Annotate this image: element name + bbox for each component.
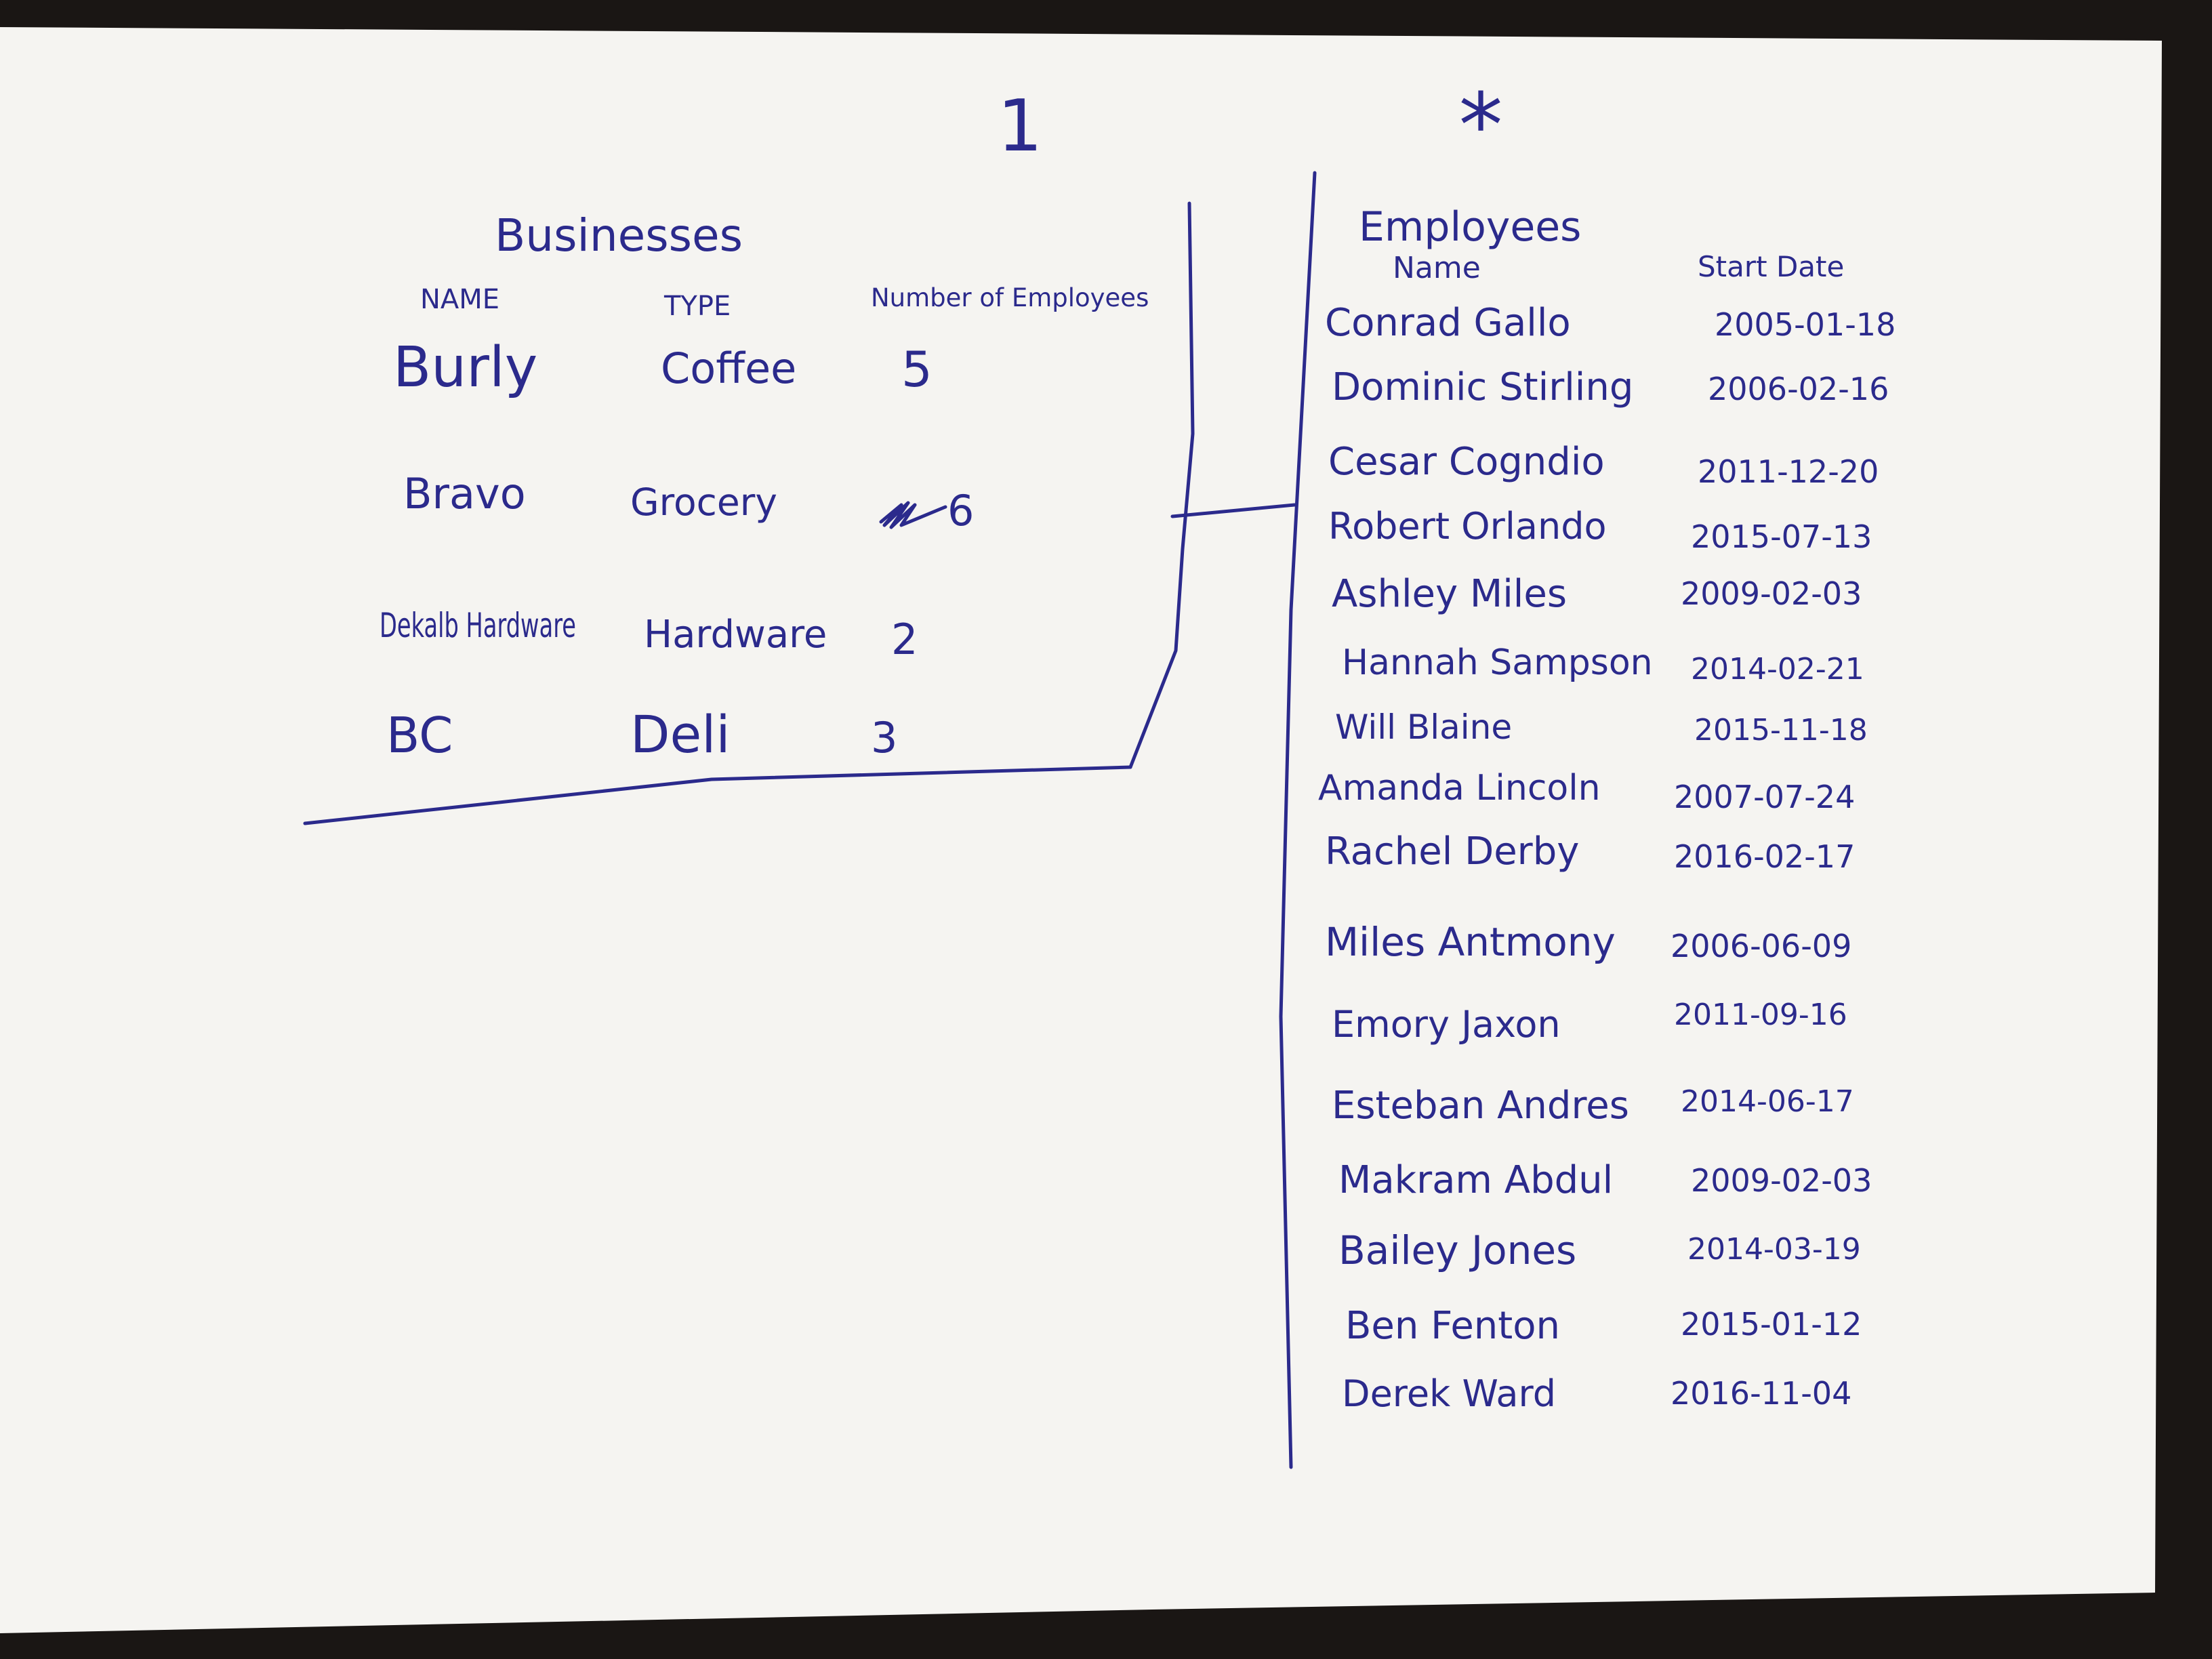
business-row: BC Deli 3	[386, 704, 897, 764]
scribble-mark	[879, 501, 947, 529]
employee-name: Makram Abdul	[1338, 1158, 1613, 1202]
employee-row: Makram Abdul 2009-02-03	[1338, 1158, 1872, 1202]
business-type: Hardware	[644, 613, 827, 657]
employee-row: Dominic Stirling 2006-02-16	[1332, 365, 1889, 409]
employees-col-start-date: Start Date	[1698, 250, 1844, 283]
business-type: Grocery	[630, 480, 777, 524]
employee-start-date: 2006-02-16	[1708, 371, 1889, 407]
employee-name: Ben Fenton	[1345, 1304, 1560, 1348]
employees-title: Employees	[1359, 203, 1581, 251]
employee-row: Ben Fenton 2015-01-12	[1345, 1304, 1862, 1348]
businesses-col-type: TYPE	[663, 291, 731, 322]
employee-row: Emory Jaxon 2011-09-16	[1332, 998, 1847, 1046]
business-count: 3	[871, 713, 897, 762]
business-row: Burly Coffee 5	[393, 335, 933, 400]
employee-start-date: 2014-03-19	[1687, 1232, 1861, 1267]
business-name: Dekalb Hardware	[380, 606, 576, 645]
employees-header: Name Start Date	[1393, 250, 1844, 285]
employee-name: Miles Antmony	[1325, 919, 1616, 965]
businesses-col-count: Number of Employees	[871, 283, 1149, 312]
employee-start-date: 2009-02-03	[1681, 575, 1862, 612]
employee-start-date: 2005-01-18	[1715, 306, 1896, 343]
business-type: Coffee	[661, 344, 796, 393]
business-name: BC	[386, 707, 453, 764]
employee-name: Derek Ward	[1342, 1372, 1556, 1415]
employee-row: Hannah Sampson 2014-02-21	[1342, 642, 1864, 687]
employee-name: Hannah Sampson	[1342, 642, 1653, 683]
employee-rows: Conrad Gallo 2005-01-18 Dominic Stirling…	[1318, 301, 1896, 1415]
employee-start-date: 2015-11-18	[1694, 713, 1868, 747]
employee-start-date: 2011-09-16	[1674, 998, 1847, 1032]
business-row: Bravo Grocery 6	[403, 469, 974, 535]
employee-start-date: 2009-02-03	[1691, 1162, 1872, 1199]
employee-row: Ashley Miles 2009-02-03	[1332, 572, 1862, 616]
employee-row: Amanda Lincoln 2007-07-24	[1318, 768, 1855, 815]
employee-row: Bailey Jones 2014-03-19	[1338, 1227, 1861, 1273]
employee-start-date: 2014-02-21	[1691, 652, 1864, 687]
employee-name: Will Blaine	[1335, 708, 1512, 747]
businesses-right-border	[1128, 201, 1195, 769]
employee-name: Ashley Miles	[1332, 572, 1567, 616]
employee-start-date: 2016-11-04	[1671, 1375, 1851, 1412]
employee-row: Derek Ward 2016-11-04	[1342, 1372, 1851, 1415]
employee-name: Dominic Stirling	[1332, 365, 1633, 409]
businesses-title: Businesses	[495, 209, 743, 262]
business-type: Deli	[630, 704, 731, 764]
business-count: 6	[947, 486, 974, 535]
businesses-bottom-border	[303, 765, 1132, 825]
employees-table: Employees Name Start Date Conrad Gallo 2…	[1318, 203, 1896, 1415]
employee-name: Amanda Lincoln	[1318, 768, 1601, 808]
employee-start-date: 2007-07-24	[1674, 779, 1855, 815]
employee-start-date: 2015-01-12	[1681, 1306, 1862, 1343]
many-cardinality-label: *	[1459, 74, 1503, 177]
one-cardinality-label: 1	[998, 85, 1043, 167]
employee-name: Rachel Derby	[1325, 830, 1579, 874]
employee-row: Miles Antmony 2006-06-09	[1325, 919, 1851, 965]
business-count: 5	[901, 341, 933, 398]
businesses-header: NAME TYPE Number of Employees	[420, 283, 1149, 322]
employee-row: Cesar Cogndio 2011-12-20	[1328, 440, 1879, 490]
employee-row: Rachel Derby 2016-02-17	[1325, 830, 1855, 875]
business-name: Burly	[393, 335, 537, 400]
business-row: Dekalb Hardware Hardware 2	[380, 606, 918, 664]
businesses-col-name: NAME	[420, 284, 499, 315]
business-name: Bravo	[403, 469, 526, 518]
employee-start-date: 2014-06-17	[1681, 1084, 1854, 1119]
employee-start-date: 2016-02-17	[1674, 838, 1855, 875]
employee-name: Robert Orlando	[1328, 505, 1607, 548]
employee-row: Will Blaine 2015-11-18	[1335, 708, 1868, 747]
employee-row: Robert Orlando 2015-07-13	[1328, 505, 1872, 555]
employee-name: Bailey Jones	[1338, 1227, 1576, 1273]
employee-name: Esteban Andres	[1332, 1084, 1629, 1128]
employee-row: Conrad Gallo 2005-01-18	[1325, 301, 1896, 345]
paper-sheet	[0, 27, 2162, 1633]
employee-start-date: 2006-06-09	[1671, 928, 1851, 964]
employee-name: Conrad Gallo	[1325, 301, 1571, 345]
relationship-connector	[1170, 503, 1296, 518]
businesses-table: Businesses NAME TYPE Number of Employees…	[380, 209, 1149, 764]
employee-name: Cesar Cogndio	[1328, 440, 1605, 484]
employee-row: Esteban Andres 2014-06-17	[1332, 1084, 1854, 1128]
employees-left-border	[1279, 171, 1317, 1469]
business-count: 2	[891, 615, 918, 664]
employees-col-name: Name	[1393, 251, 1481, 285]
employee-start-date: 2011-12-20	[1698, 453, 1879, 490]
employee-name: Emory Jaxon	[1332, 1003, 1561, 1046]
employee-start-date: 2015-07-13	[1691, 518, 1872, 555]
